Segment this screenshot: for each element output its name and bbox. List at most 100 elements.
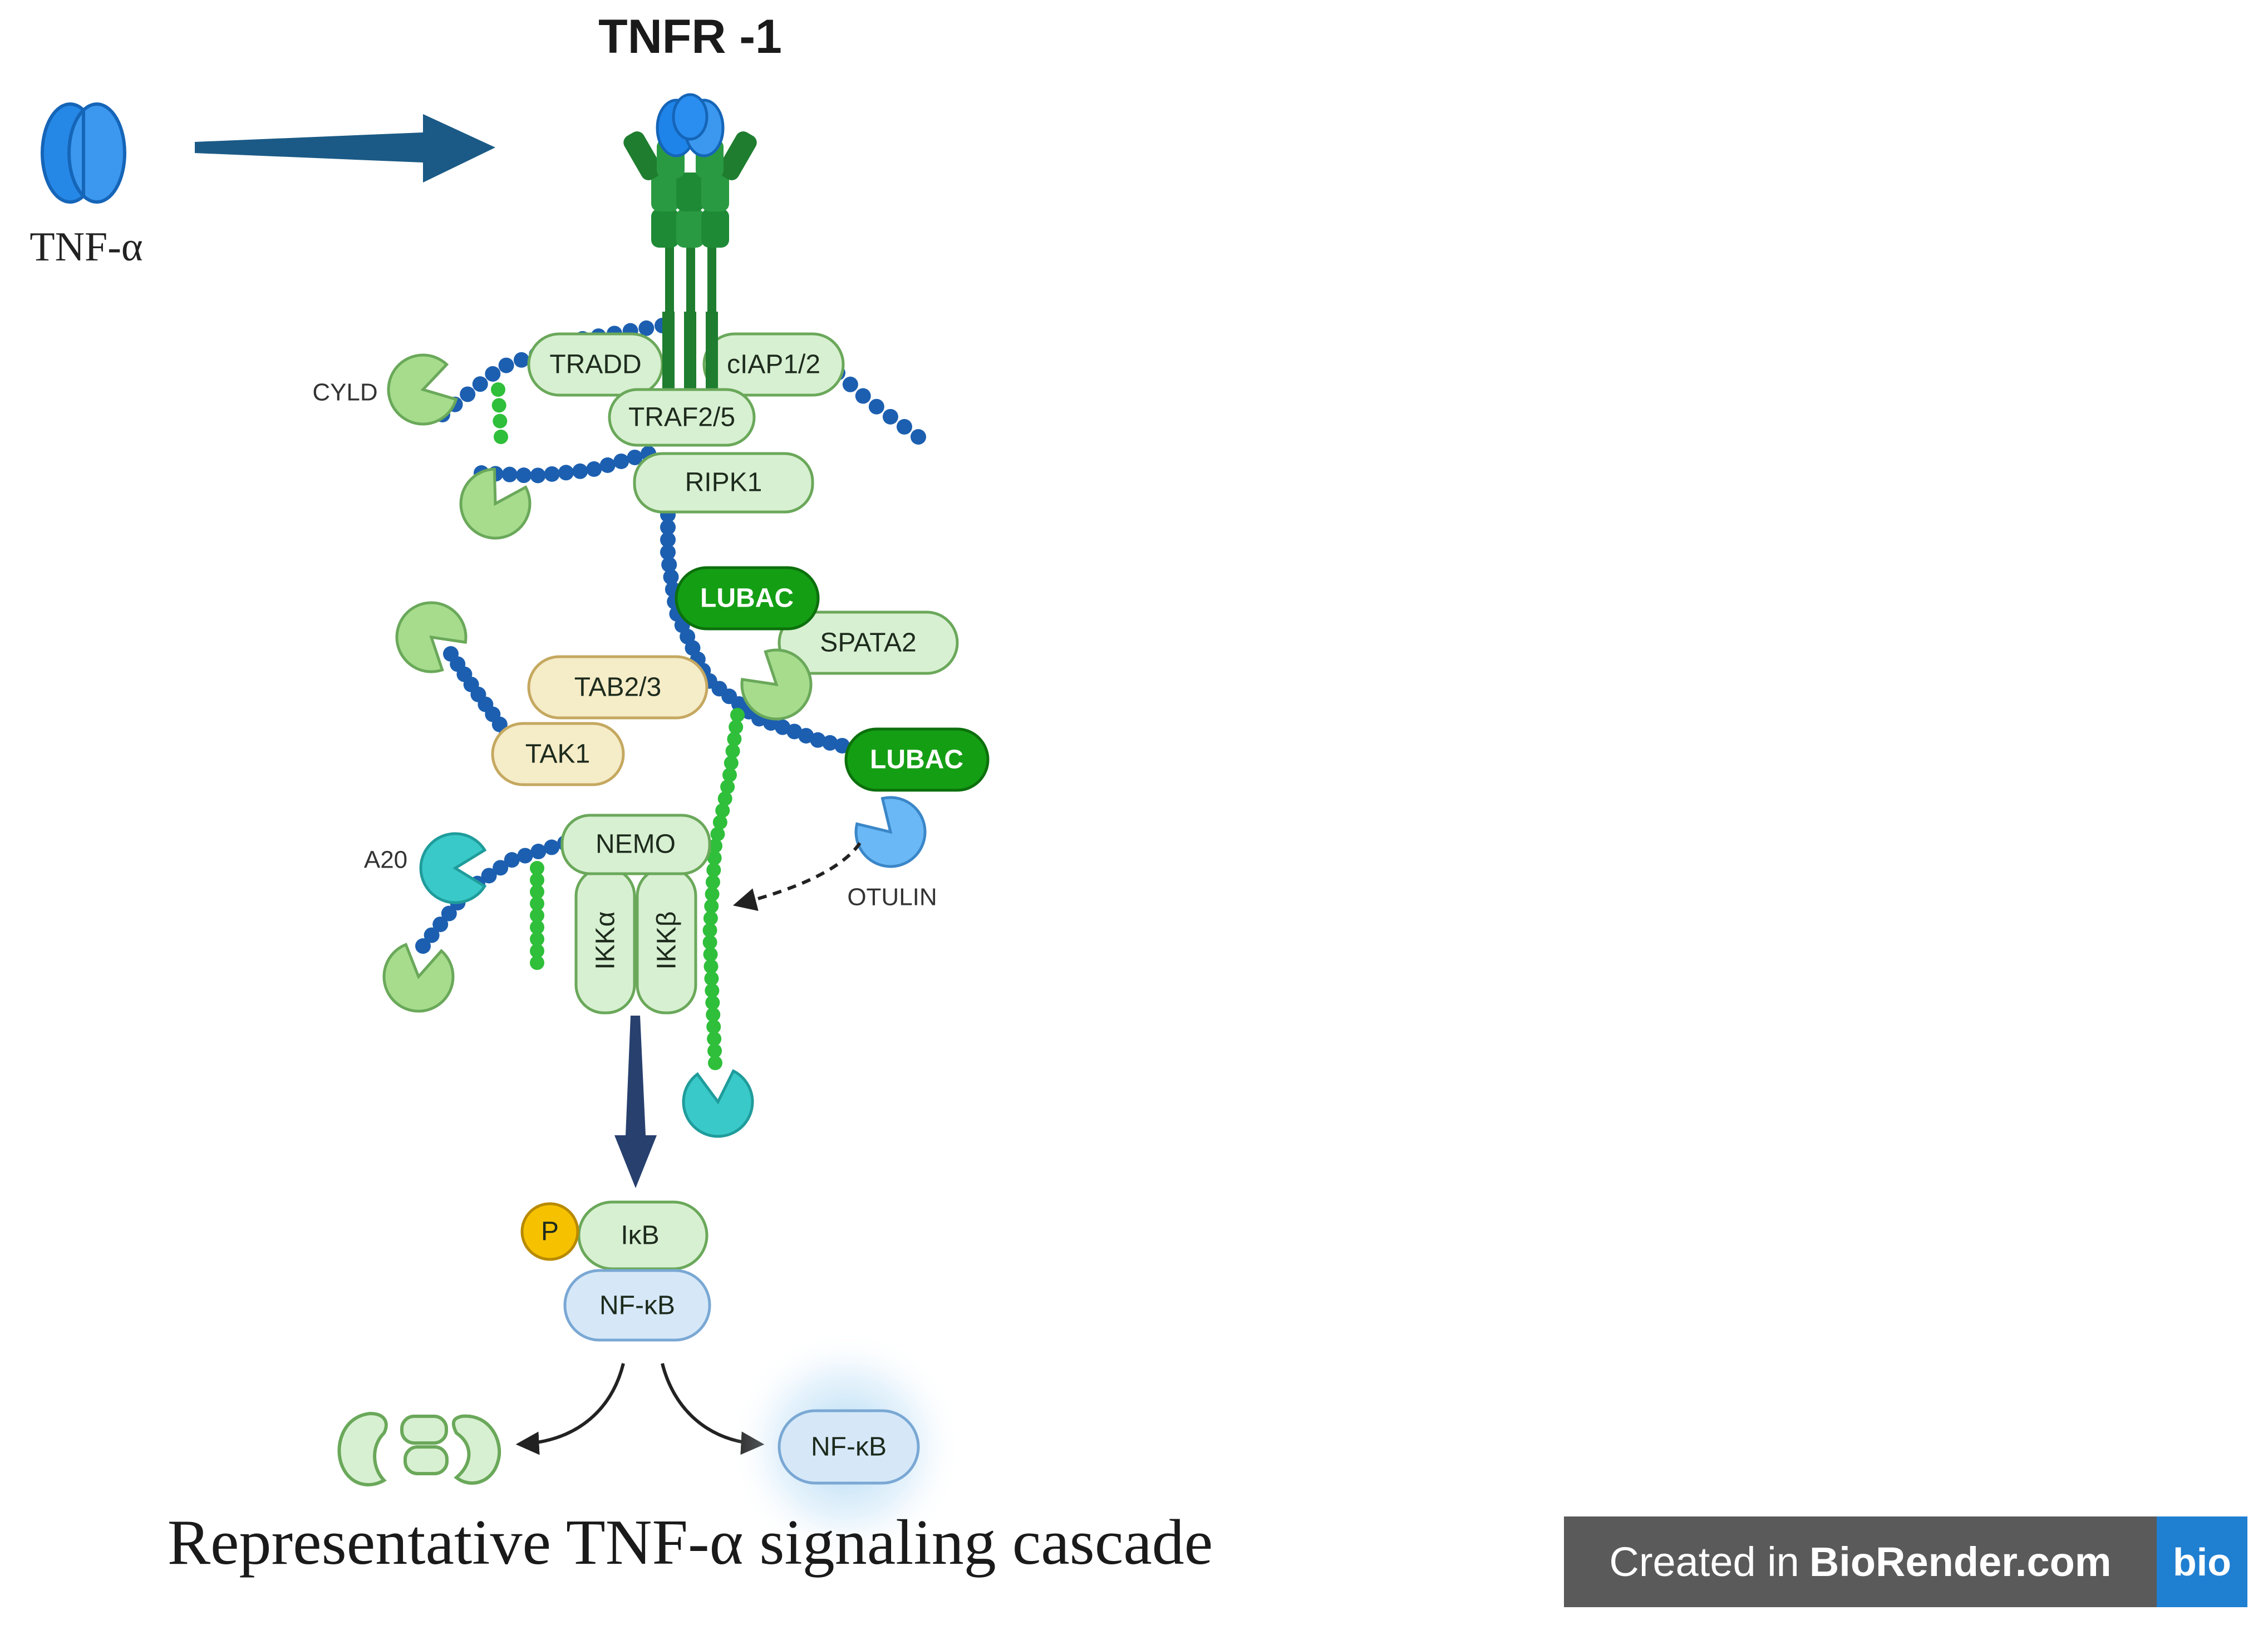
- tak1-label: TAK1: [525, 740, 590, 769]
- m1-ubiquitin-bead: [729, 720, 744, 735]
- ikb-box: IκB: [577, 1200, 709, 1270]
- dub-enzyme-icon: [459, 467, 532, 540]
- lubac-box-1: LUBAC: [675, 566, 820, 631]
- ciap-box: cIAP1/2: [702, 332, 845, 397]
- k63-ubiquitin-bead: [516, 467, 532, 484]
- nfkb-free-label: NF-κB: [811, 1432, 887, 1462]
- m1-ubiquitin-bead: [705, 875, 720, 890]
- ikkb-box: IKKβ: [636, 866, 697, 1015]
- dub-enzyme-icon: [395, 601, 468, 673]
- nemo-box: NEMO: [560, 814, 711, 875]
- badge-prefix: Created in: [1609, 1539, 1799, 1585]
- k63-ubiquitin-bead: [661, 557, 677, 573]
- m1-ubiquitin-bead: [530, 956, 544, 970]
- cyld-label: CYLD: [312, 379, 377, 406]
- a20-label: A20: [364, 846, 407, 874]
- degradation-arrow: [515, 1363, 625, 1455]
- k63-ubiquitin-bead: [572, 463, 588, 479]
- k63-ubiquitin-bead: [544, 839, 560, 855]
- spata2-box: SPATA2: [778, 610, 959, 675]
- m1-ubiquitin-bead: [491, 382, 505, 397]
- badge-brand: BioRender.com: [1809, 1539, 2112, 1585]
- k63-ubiquitin-bead: [842, 376, 858, 392]
- ripk1-box: RIPK1: [633, 452, 814, 514]
- m1-ubiquitin-bead: [493, 413, 508, 429]
- k63-ubiquitin-bead: [599, 457, 616, 473]
- m1-ubiquitin-bead: [703, 910, 718, 925]
- k63-ubiquitin-bead: [424, 927, 440, 943]
- k63-ubiquitin-bead: [460, 386, 476, 402]
- k63-ubiquitin-bead: [485, 366, 501, 382]
- lubac-label-2: LUBAC: [870, 745, 963, 775]
- nfkb-label: NF-κB: [599, 1291, 675, 1321]
- m1-ubiquitin-bead: [712, 815, 727, 830]
- m1-ubiquitin-bead: [720, 779, 735, 794]
- m1-ubiquitin-bead: [724, 756, 739, 771]
- m1-ubiquitin-bead: [530, 920, 544, 935]
- m1-ubiquitin-bead: [530, 884, 544, 899]
- m1-ubiquitin-bead: [707, 839, 722, 854]
- m1-ubiquitin-bead: [708, 1056, 722, 1070]
- ikka-label: IKKα: [591, 911, 621, 969]
- m1-ubiquitin-bead: [707, 1043, 722, 1058]
- biorender-logo-icon: bio: [2157, 1516, 2247, 1607]
- downstream-arrow: [614, 1016, 657, 1188]
- k63-ubiquitin-bead: [896, 418, 912, 435]
- m1-ubiquitin-bead: [706, 1019, 721, 1034]
- tradd-box: TRADD: [527, 332, 664, 397]
- m1-ubiquitin-bead: [704, 899, 719, 914]
- m1-ubiquitin-bead: [494, 430, 508, 444]
- m1-ubiquitin-bead: [707, 1031, 722, 1046]
- deubiquitinases: [382, 353, 927, 1138]
- m1-ubiquitin-bead: [530, 873, 544, 888]
- m1-ubiquitin-bead: [530, 932, 544, 947]
- m1-ubiquitin-bead: [725, 743, 740, 759]
- m1-ubiquitin-bead: [707, 850, 722, 865]
- dub-enzyme-icon: [682, 1069, 754, 1138]
- k63-ubiquitin-bead: [517, 848, 533, 864]
- k63-ubiquitin-bead: [481, 868, 497, 884]
- k63-ubiquitin-bead: [530, 467, 546, 484]
- k63-ubiquitin-bead: [660, 531, 676, 548]
- k63-ubiquitin-bead: [613, 453, 629, 469]
- k63-ubiquitin-bead: [513, 352, 529, 368]
- m1-ubiquitin-bead: [727, 732, 742, 747]
- k63-ubiquitin-bead: [544, 466, 560, 482]
- k63-ubiquitin-bead: [627, 449, 643, 465]
- tradd-label: TRADD: [549, 350, 641, 380]
- otulin-enzyme-icon: [854, 796, 927, 868]
- tnf-alpha-label: TNF-α: [29, 224, 142, 270]
- lubac-box-2: LUBAC: [844, 727, 990, 792]
- m1-ubiquitin-bead: [722, 767, 737, 782]
- m1-ubiquitin-bead: [710, 826, 725, 841]
- k63-ubiquitin-bead: [868, 398, 884, 415]
- cyld-enzyme-icon: [387, 353, 458, 426]
- m1-ubiquitin-bead: [530, 896, 544, 911]
- m1-ubiquitin-bead: [715, 803, 730, 818]
- tab-label: TAB2/3: [574, 673, 662, 702]
- k63-ubiquitin-bead: [775, 719, 791, 735]
- k63-ubiquitin-bead: [415, 938, 431, 954]
- k63-ubiquitin-bead: [472, 376, 488, 392]
- k63-ubiquitin-bead: [441, 905, 457, 922]
- tab-box: TAB2/3: [527, 655, 709, 720]
- otulin-dashed-arrow: [732, 842, 862, 911]
- binding-arrow: [195, 114, 495, 183]
- receptor-stems-icon: [662, 312, 718, 390]
- biorender-badge[interactable]: Created in BioRender.com bio: [1564, 1516, 2247, 1607]
- k63-ubiquitin-bead: [504, 852, 520, 868]
- m1-ubiquitin-bead: [702, 935, 717, 950]
- m1-ubiquitin-bead: [717, 791, 732, 806]
- k63-ubiquitin-bead: [798, 728, 814, 744]
- k63-ubiquitin-bead: [786, 723, 803, 740]
- k63-ubiquitin-bead: [882, 408, 898, 425]
- m1-ubiquitin-bead: [491, 398, 506, 413]
- ikkb-label: IKKβ: [652, 912, 682, 970]
- otulin-label: OTULIN: [847, 884, 937, 911]
- k63-ubiquitin-bead: [855, 388, 871, 404]
- traf-label: TRAF2/5: [628, 403, 735, 432]
- caption: Representative TNF-α signaling cascade: [168, 1507, 1213, 1578]
- m1-ubiquitin-bead: [703, 959, 719, 974]
- k63-ubiquitin-bead: [501, 466, 518, 482]
